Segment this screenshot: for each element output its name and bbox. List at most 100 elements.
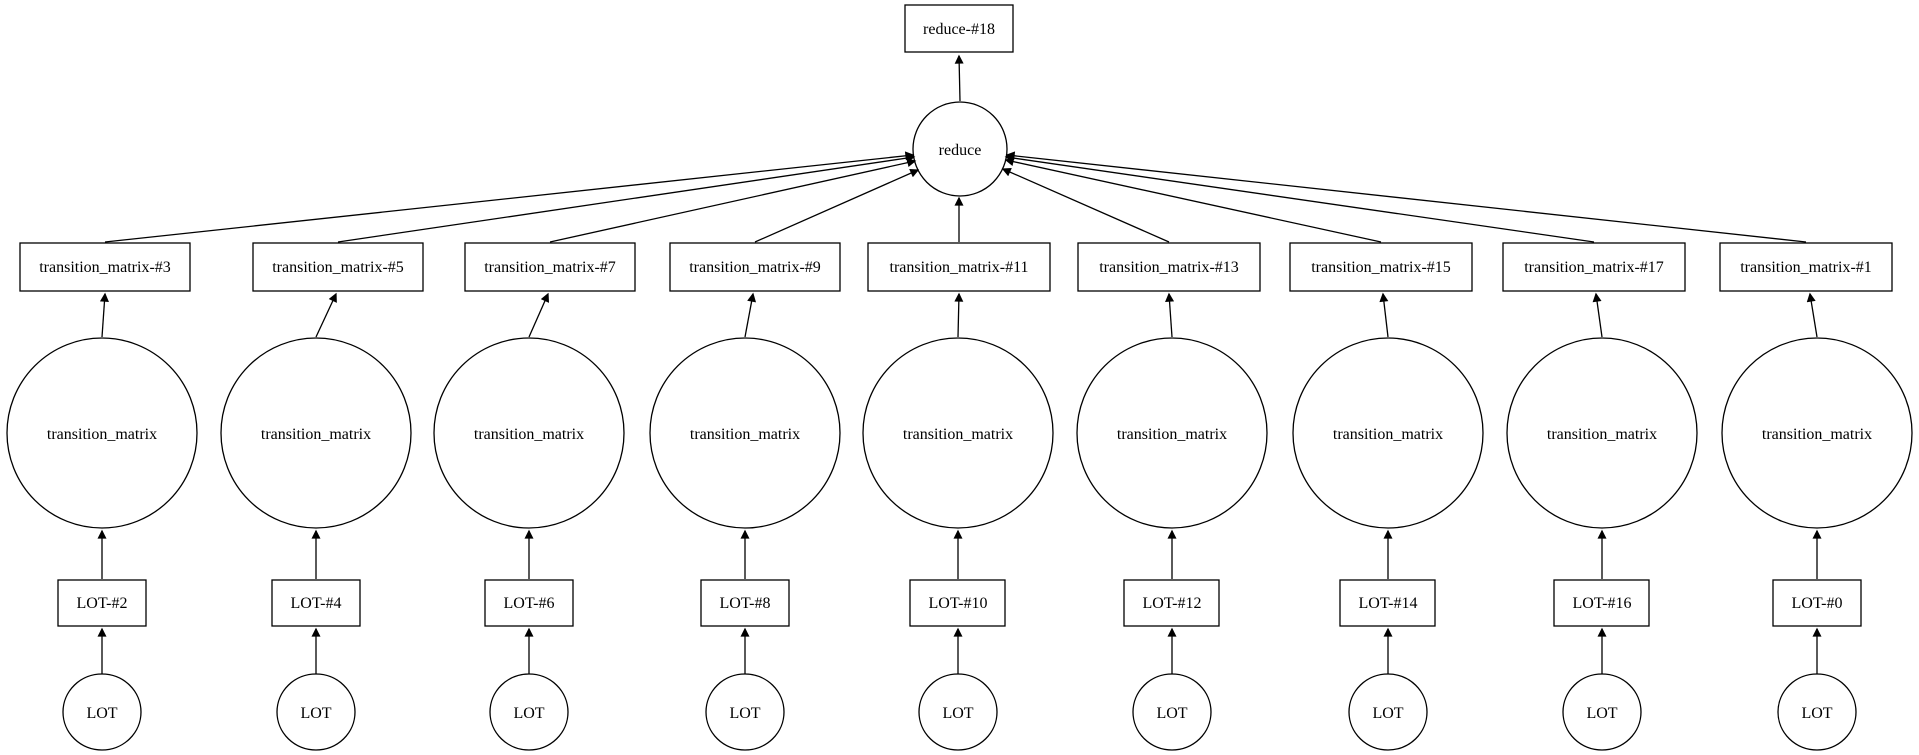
lot-node-label: LOT	[1156, 705, 1187, 722]
lot-node	[918, 673, 998, 751]
lot-node-label: LOT	[729, 705, 760, 722]
reduce-node-label: reduce	[939, 142, 982, 159]
lot-result-box	[1123, 579, 1220, 627]
edge-matrix-to-matrixbox	[1592, 292, 1603, 338]
lot-result-label: LOT-#10	[929, 595, 988, 612]
lot-node	[1777, 673, 1857, 751]
lot-node-label: LOT	[86, 705, 117, 722]
matrix-result-box	[669, 242, 841, 292]
lot-result-box	[1339, 579, 1436, 627]
lot-node	[276, 673, 356, 751]
lot-node-label: LOT	[513, 705, 544, 722]
matrix-result-label: transition_matrix-#3	[39, 259, 171, 276]
edge-matrix-to-matrixbox	[1165, 292, 1175, 338]
edge-matrixbox5-to-reduce	[337, 153, 916, 243]
matrix-result-box	[19, 242, 191, 292]
lot-node-label: LOT	[1586, 705, 1617, 722]
lot-result-label: LOT-#8	[720, 595, 771, 612]
lot-node	[489, 673, 569, 751]
column-4: transition_matrix-#9 transition_matrix L…	[649, 242, 841, 751]
lot-node	[1132, 673, 1212, 751]
edge-matrix-to-matrixbox	[99, 292, 109, 338]
matrix-result-label: transition_matrix-#7	[484, 259, 616, 276]
matrix-result-box	[252, 242, 424, 292]
lot-node-label: LOT	[1801, 705, 1832, 722]
column-5: transition_matrix-#11 transition_matrix …	[862, 242, 1054, 751]
matrix-op-node	[1721, 337, 1913, 529]
matrix-op-node	[433, 337, 625, 529]
output-box-label: reduce-#18	[923, 21, 995, 38]
column-9: transition_matrix-#1 transition_matrix L…	[1719, 242, 1913, 751]
matrix-result-label: transition_matrix-#17	[1524, 259, 1664, 276]
edge-matrixbox1-to-reduce	[1005, 151, 1807, 243]
matrix-result-label: transition_matrix-#9	[689, 259, 821, 276]
matrix-op-node	[862, 337, 1054, 529]
column-7: transition_matrix-#15 transition_matrix …	[1289, 242, 1484, 751]
lot-result-label: LOT-#2	[77, 595, 128, 612]
column-3: transition_matrix-#7 transition_matrix L…	[433, 242, 636, 751]
matrix-result-label: transition_matrix-#1	[1740, 259, 1872, 276]
column-1: transition_matrix-#3 transition_matrix L…	[6, 242, 198, 751]
matrix-result-box	[1077, 242, 1261, 292]
matrix-result-box	[867, 242, 1051, 292]
lot-result-box	[1553, 579, 1650, 627]
edge-matrix-to-matrixbox	[1379, 292, 1389, 338]
edge-matrix-to-matrixbox	[744, 292, 757, 338]
matrix-result-label: transition_matrix-#13	[1099, 259, 1239, 276]
matrix-op-label: transition_matrix	[1762, 426, 1872, 443]
lot-node	[62, 673, 142, 751]
lot-result-label: LOT-#6	[504, 595, 555, 612]
matrix-result-label: transition_matrix-#15	[1311, 259, 1451, 276]
output-group: reduce-#18 reduce	[904, 4, 1014, 197]
lot-node	[1348, 673, 1428, 751]
lot-result-box	[909, 579, 1006, 627]
lot-result-label: LOT-#14	[1359, 595, 1418, 612]
column-8: transition_matrix-#17 transition_matrix …	[1502, 242, 1698, 751]
matrix-op-node	[1506, 337, 1698, 529]
matrix-op-node	[6, 337, 198, 529]
matrix-op-node	[1076, 337, 1268, 529]
lot-result-box	[271, 579, 361, 627]
matrix-op-label: transition_matrix	[474, 426, 584, 443]
edge-matrixbox9-to-reduce	[754, 168, 920, 243]
matrix-result-box	[464, 242, 636, 292]
matrix-op-node	[649, 337, 841, 529]
lot-result-box	[700, 579, 790, 627]
lot-node	[1562, 673, 1642, 751]
edge-matrixbox15-to-reduce	[1004, 157, 1382, 243]
reduce-node	[912, 101, 1008, 197]
matrix-op-label: transition_matrix	[47, 426, 157, 443]
edge-matrix-to-matrixbox	[315, 292, 337, 338]
lot-result-box	[57, 579, 147, 627]
matrix-op-node	[1292, 337, 1484, 529]
lot-result-label: LOT-#4	[291, 595, 342, 612]
edge-reduce-to-output	[954, 54, 964, 102]
lot-result-label: LOT-#0	[1792, 595, 1843, 612]
matrix-op-node	[220, 337, 412, 529]
edge-matrix-to-matrixbox	[954, 292, 964, 338]
column-6: transition_matrix-#13 transition_matrix …	[1076, 242, 1268, 751]
lot-node-label: LOT	[1372, 705, 1403, 722]
matrix-op-label: transition_matrix	[1547, 426, 1657, 443]
edge-matrix-to-matrixbox	[1806, 292, 1818, 338]
edge-matrixbox13-to-reduce	[1001, 167, 1170, 243]
lot-result-box	[484, 579, 574, 627]
lot-result-label: LOT-#16	[1573, 595, 1632, 612]
edge-matrixbox7-to-reduce	[549, 158, 917, 243]
lot-node-label: LOT	[300, 705, 331, 722]
matrix-op-label: transition_matrix	[261, 426, 371, 443]
lot-result-label: LOT-#12	[1143, 595, 1202, 612]
matrix-result-label: transition_matrix-#5	[272, 259, 404, 276]
matrix-result-box	[1289, 242, 1473, 292]
column-2: transition_matrix-#5 transition_matrix L…	[220, 242, 424, 751]
matrix-op-label: transition_matrix	[690, 426, 800, 443]
edge-matrix-to-matrixbox	[528, 292, 550, 338]
matrix-result-box	[1502, 242, 1686, 292]
lot-node	[705, 673, 785, 751]
edge-matrixbox17-to-reduce	[1004, 153, 1595, 243]
matrix-result-label: transition_matrix-#11	[890, 259, 1029, 276]
edge-matrixbox3-to-reduce	[104, 151, 915, 243]
matrix-op-label: transition_matrix	[903, 426, 1013, 443]
matrix-op-label: transition_matrix	[1117, 426, 1227, 443]
